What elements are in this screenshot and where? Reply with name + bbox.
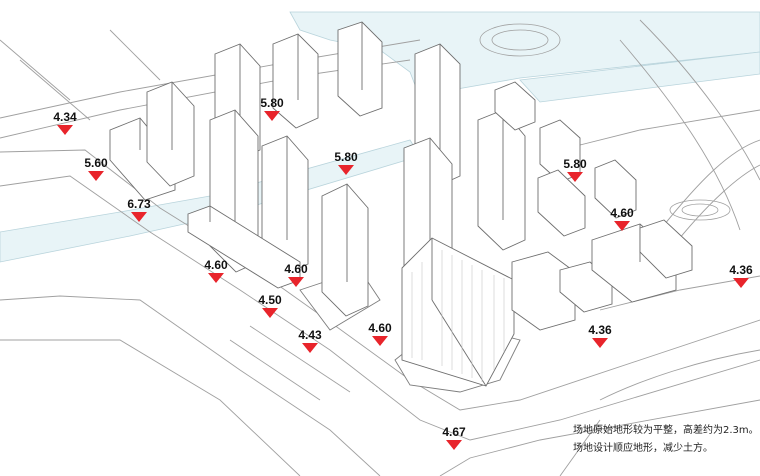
buildings bbox=[109, 21, 693, 387]
elevation-triangle-icon bbox=[288, 277, 304, 287]
block-r3 bbox=[594, 159, 637, 219]
elevation-triangle-icon bbox=[302, 343, 318, 353]
elevation-marker: 4.36 bbox=[721, 264, 760, 288]
elevation-value: 6.73 bbox=[127, 197, 151, 211]
elevation-value: 4.60 bbox=[368, 321, 392, 335]
elevation-value: 4.60 bbox=[204, 258, 228, 272]
podium-r1 bbox=[511, 251, 576, 331]
elevation-marker: 4.43 bbox=[290, 329, 330, 353]
plaza-rings bbox=[479, 23, 731, 221]
block-r1 bbox=[494, 81, 536, 131]
elevation-triangle-icon bbox=[131, 212, 147, 222]
elevation-triangle-icon bbox=[614, 221, 630, 231]
site-note-line-1: 场地原始地形较为平整，高差约为2.3m。 bbox=[573, 425, 759, 436]
elevation-marker: 4.34 bbox=[45, 111, 85, 135]
elevation-value: 4.36 bbox=[729, 263, 753, 277]
canal-upper-right bbox=[519, 51, 760, 103]
elevation-marker: 5.80 bbox=[252, 97, 292, 121]
elevation-marker: 4.60 bbox=[276, 263, 316, 287]
elevation-triangle-icon bbox=[446, 440, 462, 450]
elevation-triangle-icon bbox=[733, 278, 749, 288]
elevation-marker: 5.80 bbox=[326, 151, 366, 175]
elevation-triangle-icon bbox=[338, 165, 354, 175]
block-r4 bbox=[537, 169, 586, 237]
elevation-triangle-icon bbox=[262, 308, 278, 318]
elevation-value: 4.60 bbox=[610, 206, 634, 220]
elevation-marker: 4.60 bbox=[602, 207, 642, 231]
podium-r4 bbox=[639, 219, 693, 279]
elevation-value: 4.43 bbox=[298, 328, 322, 342]
elevation-marker: 5.60 bbox=[76, 157, 116, 181]
facade-hatching bbox=[411, 250, 505, 382]
elevation-triangle-icon bbox=[208, 273, 224, 283]
elevation-triangle-icon bbox=[592, 338, 608, 348]
road-lines bbox=[0, 19, 760, 476]
tower-g bbox=[321, 183, 369, 317]
elevation-triangle-icon bbox=[372, 336, 388, 346]
elevation-value: 4.36 bbox=[588, 323, 612, 337]
tower-j bbox=[477, 109, 526, 251]
site-note: 场地原始地形较为平整，高差约为2.3m。 场地设计顺应地形，减少土方。 bbox=[573, 422, 759, 458]
site-note-line-2: 场地设计顺应地形，减少土方。 bbox=[573, 443, 713, 454]
elevation-value: 5.60 bbox=[84, 156, 108, 170]
elevation-marker: 4.60 bbox=[196, 259, 236, 283]
elevation-value: 4.50 bbox=[258, 293, 282, 307]
elevation-triangle-icon bbox=[57, 125, 73, 135]
elevation-marker: 5.80 bbox=[555, 158, 595, 182]
elevation-marker: 4.67 bbox=[434, 426, 474, 450]
elevation-value: 5.80 bbox=[334, 150, 358, 164]
elevation-marker: 4.60 bbox=[360, 322, 400, 346]
elevation-value: 4.60 bbox=[284, 262, 308, 276]
office-tower bbox=[401, 237, 515, 387]
elevation-triangle-icon bbox=[264, 111, 280, 121]
elevation-marker: 4.36 bbox=[580, 324, 620, 348]
tower-d bbox=[337, 21, 383, 117]
elevation-marker: 6.73 bbox=[119, 198, 159, 222]
elevation-value: 5.80 bbox=[563, 157, 587, 171]
elevation-triangle-icon bbox=[88, 171, 104, 181]
elevation-value: 4.67 bbox=[442, 425, 466, 439]
elevation-value: 4.34 bbox=[53, 110, 77, 124]
elevation-marker: 4.50 bbox=[250, 294, 290, 318]
elevation-value: 5.80 bbox=[260, 96, 284, 110]
elevation-triangle-icon bbox=[567, 172, 583, 182]
